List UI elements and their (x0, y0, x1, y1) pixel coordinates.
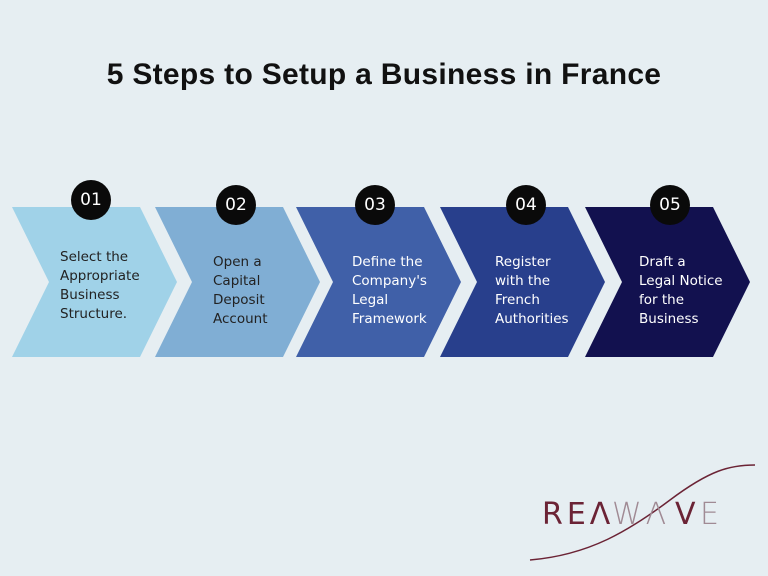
step-chevron-4 (440, 207, 605, 357)
step-label: Select the Appropriate Business Structur… (60, 249, 140, 322)
page-title: 5 Steps to Setup a Business in France (106, 58, 662, 91)
svg-text:REΛ: REΛ (542, 497, 614, 532)
step-chevron-3 (296, 207, 461, 357)
svg-text:V: V (675, 497, 700, 532)
step-label: Register with the French Authorities (495, 254, 569, 327)
step-number-badge: 05 (650, 185, 690, 225)
svg-text:WΛ: WΛ (612, 497, 670, 532)
step-number-badge: 03 (355, 185, 395, 225)
step-number-badge: 01 (71, 180, 111, 220)
step-number-badge: 04 (506, 185, 546, 225)
svg-text:E: E (700, 497, 723, 532)
step-chevron-1 (12, 207, 177, 357)
step-label: Open a Capital Deposit Account (213, 254, 268, 327)
step-label: Draft a Legal Notice for the Business (639, 254, 723, 327)
step-chevron-5 (585, 207, 750, 357)
step-number-badge: 02 (216, 185, 256, 225)
step-chevron-2 (155, 207, 320, 357)
reawave-logo: REΛ WΛ V E (520, 460, 768, 574)
step-label: Define the Company's Legal Framework (352, 254, 427, 327)
